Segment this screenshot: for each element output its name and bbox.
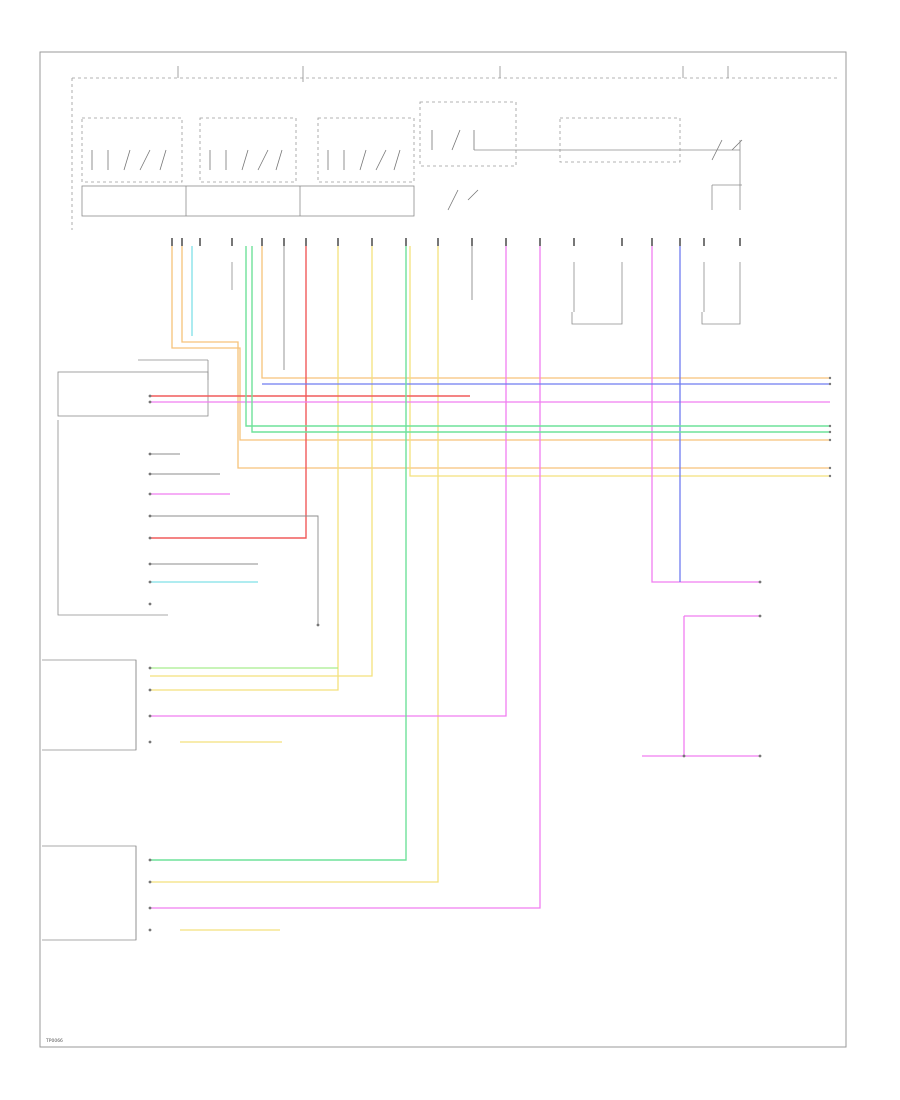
wire-green — [150, 246, 830, 861]
wire-orange — [171, 246, 830, 469]
wire-blue — [262, 246, 830, 582]
switch-contacts — [91, 129, 743, 211]
upper-switch-boxes — [81, 101, 517, 217]
wire-yellow — [150, 246, 830, 931]
wire-magenta — [150, 246, 830, 909]
wire-gray — [150, 246, 473, 625]
fuse-sources — [177, 66, 729, 82]
passenger-door-lock-module — [42, 845, 137, 941]
footer-code: TP0066 — [45, 1038, 63, 1044]
climate-module-box — [474, 117, 742, 210]
driver-door-lock-module — [42, 659, 137, 751]
connector-row — [171, 238, 741, 246]
wire-red — [150, 246, 470, 539]
left-switch-module — [57, 359, 209, 616]
wire-cyan — [150, 246, 258, 583]
motor-boxes — [231, 262, 741, 325]
connector-dots — [148, 376, 832, 932]
diagram-frame — [39, 51, 847, 1048]
